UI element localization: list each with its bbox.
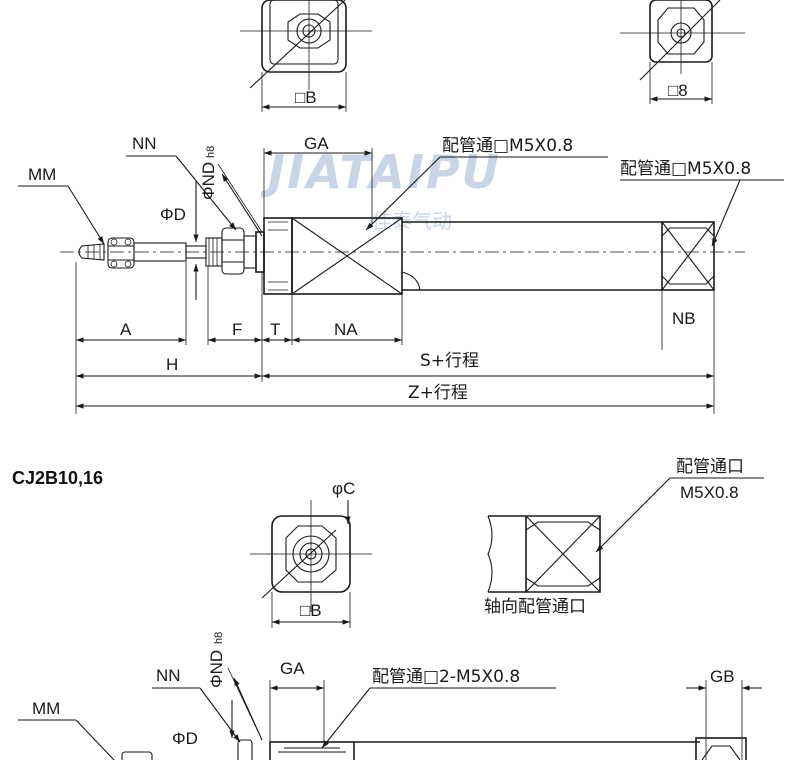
t-label: T [270, 320, 280, 339]
axial-port-view: 配管通口 M5X0.8 轴向配管通口 [484, 457, 764, 617]
section2-size-label: □B [300, 601, 322, 620]
phi-nd-label-2: ΦND [207, 650, 226, 688]
mm-label: MM [28, 165, 56, 184]
axial-port-label: 轴向配管通口 [484, 597, 586, 617]
rear-port-label: 配管通□M5X0.8 [620, 159, 751, 179]
rear-view-size-label: □8 [668, 81, 688, 100]
gb-label: GB [710, 667, 735, 686]
h-label: H [166, 355, 178, 374]
z-stroke-label: Z+行程 [408, 383, 468, 403]
cylinder-side-view-1: GA 配管通□M5X0.8 配管通□M5X0.8 MM NN ΦND h8 ΦD [18, 134, 784, 414]
front-port-label: 配管通□M5X0.8 [442, 136, 573, 156]
f-label: F [232, 320, 242, 339]
phi-c-label: φC [332, 479, 355, 498]
nd-tolerance-label-2: h8 [213, 632, 225, 644]
cylinder-side-view-2: ΦND h8 NN MM ΦD GA 配管通□2-M5X0.8 GB [18, 632, 762, 760]
ga-label: GA [304, 134, 329, 153]
mm-label-2: MM [32, 699, 60, 718]
rear-end-view: □8 [620, 0, 745, 104]
s-stroke-label: S+行程 [420, 351, 479, 371]
nb-label: NB [672, 309, 696, 328]
phi-nd-label: ΦND [199, 162, 218, 200]
nd-tolerance-label: h8 [205, 146, 217, 158]
section-title: CJ2B10,16 [12, 468, 103, 488]
section2-end-view: φC □B [250, 479, 372, 628]
nn-label: NN [132, 134, 157, 153]
na-label: NA [334, 320, 358, 339]
port-callout-line1: 配管通口 [676, 457, 744, 477]
front-end-view: □B [240, 0, 372, 112]
phi-d-label-2: ΦD [172, 729, 198, 748]
port-callout-line2: M5X0.8 [680, 483, 739, 502]
ga-label-2: GA [280, 659, 305, 678]
port-label-2: 配管通□2-M5X0.8 [372, 667, 520, 687]
a-label: A [120, 320, 132, 339]
end-view-size-label: □B [295, 88, 317, 107]
nn-label-2: NN [156, 666, 181, 685]
phi-d-label: ΦD [160, 205, 186, 224]
